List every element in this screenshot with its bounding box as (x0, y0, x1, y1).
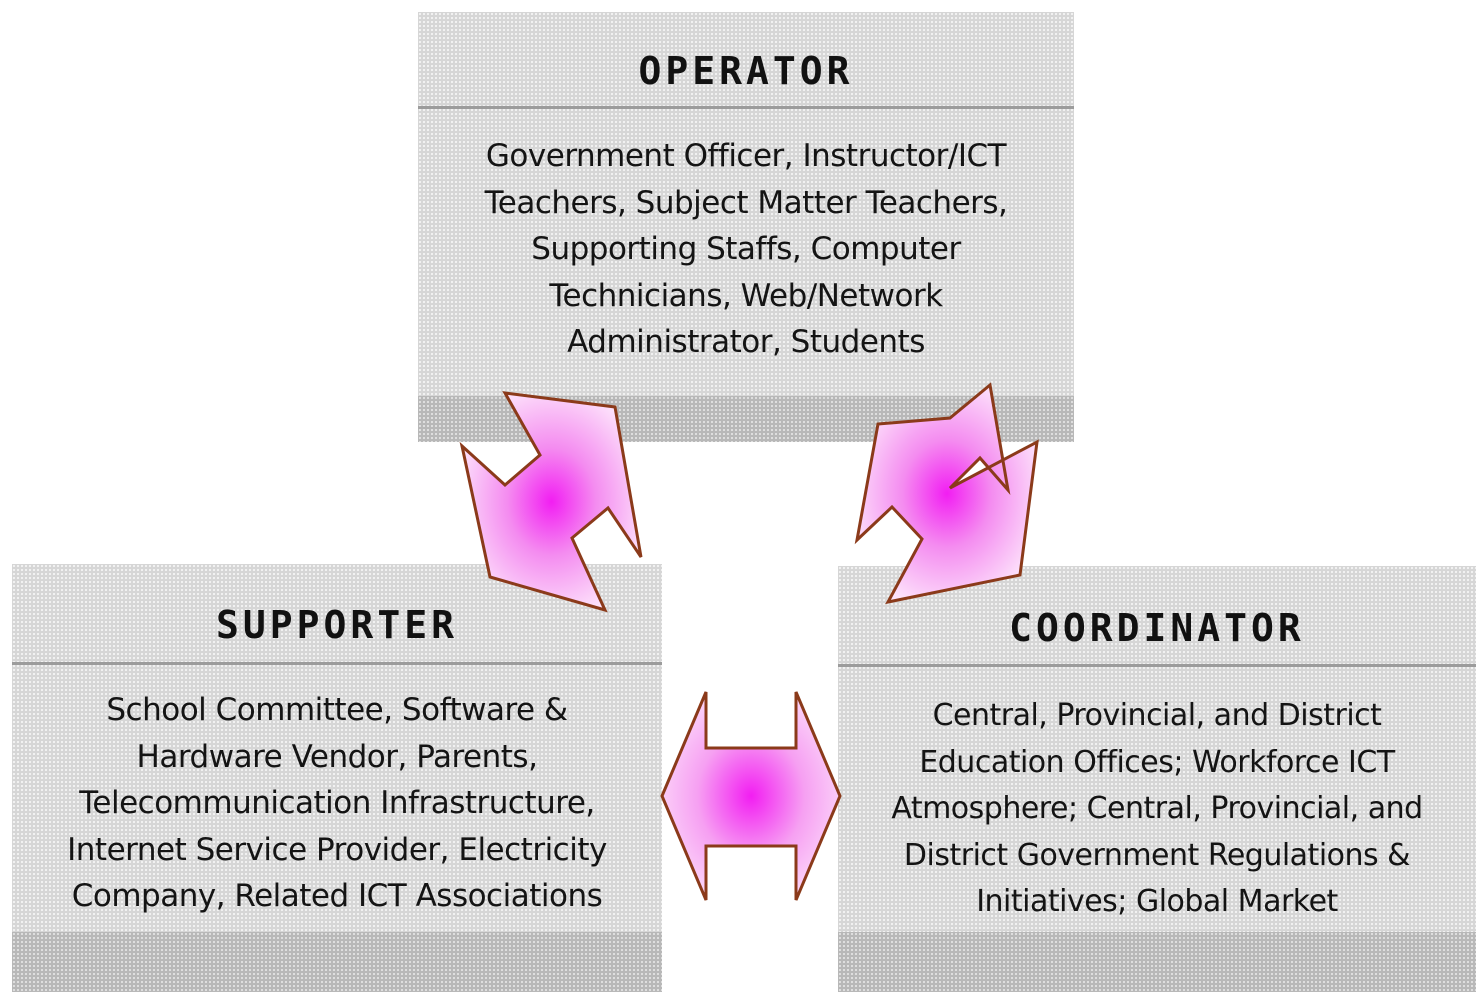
coordinator-line: Atmosphere; Central, Provincial, and (891, 791, 1423, 826)
operator-front: OPERATOR Government Officer, Instructor/… (418, 12, 1074, 398)
coordinator-base (838, 932, 1476, 992)
coordinator-front: COORDINATOR Central, Provincial, and Dis… (838, 566, 1476, 934)
supporter-base (12, 932, 662, 992)
operator-line: Supporting Staffs, Computer (531, 231, 961, 267)
coordinator-line: Initiatives; Global Market (976, 884, 1338, 919)
double-arrow-operator-coordinator-icon (854, 382, 1039, 605)
supporter-description: School Committee, Software & Hardware Ve… (12, 665, 662, 920)
coordinator-line: District Government Regulations & (903, 837, 1411, 873)
coordinator-box: COORDINATOR Central, Provincial, and Dis… (838, 566, 1476, 992)
supporter-box: SUPPORTER School Committee, Software & H… (12, 564, 662, 992)
supporter-line: Hardware Vendor, Parents, (136, 738, 538, 775)
operator-title: OPERATOR (418, 12, 1074, 109)
coordinator-title: COORDINATOR (838, 566, 1476, 667)
supporter-line: Company, Related ICT Associations (71, 878, 603, 914)
double-arrow-supporter-coordinator-icon (660, 691, 842, 901)
operator-line: Teachers, Subject Matter Teachers, (484, 184, 1008, 221)
supporter-title: SUPPORTER (12, 564, 662, 665)
operator-box: OPERATOR Government Officer, Instructor/… (418, 12, 1074, 442)
operator-line: Technicians, Web/Network (549, 277, 943, 314)
supporter-front: SUPPORTER School Committee, Software & H… (12, 564, 662, 934)
supporter-line: School Committee, Software & (106, 692, 568, 728)
operator-line: Administrator, Students (567, 324, 925, 360)
coordinator-line: Central, Provincial, and District (932, 698, 1382, 733)
supporter-line: Telecommunication Infrastructure, (79, 785, 595, 821)
supporter-line: Internet Service Provider, Electricity (67, 831, 607, 868)
coordinator-description: Central, Provincial, and District Educat… (838, 667, 1476, 926)
double-arrow-operator-supporter-icon (459, 391, 643, 613)
coordinator-line: Education Offices; Workforce ICT (919, 744, 1395, 780)
operator-line: Government Officer, Instructor/ICT (485, 138, 1007, 174)
operator-description: Government Officer, Instructor/ICT Teach… (418, 109, 1074, 366)
